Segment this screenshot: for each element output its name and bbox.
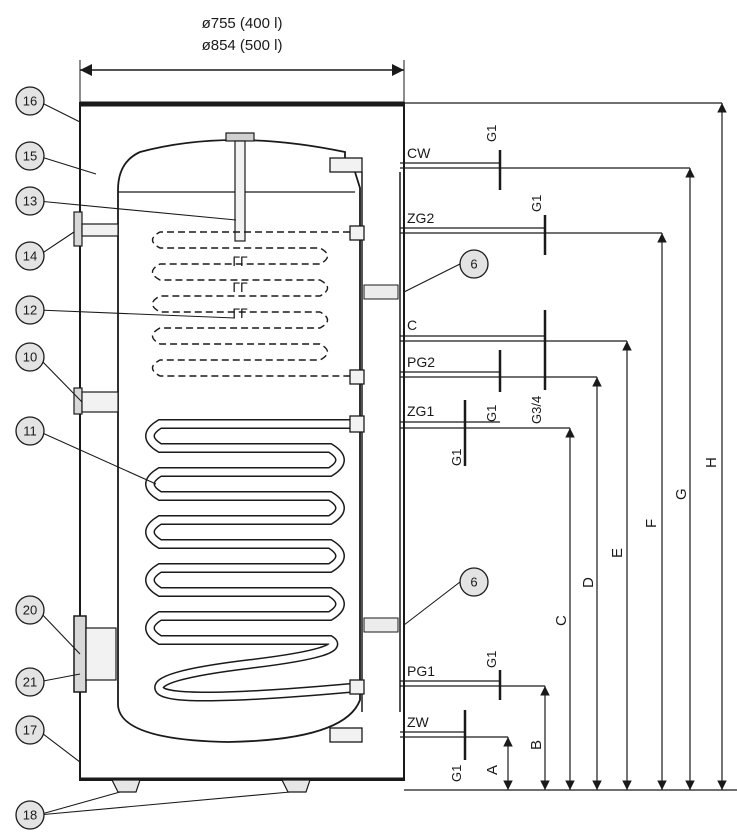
diameter-dimension: ø755 (400 l) ø854 (500 l): [79, 15, 405, 103]
dimension-letters: A B C D E F G H: [484, 457, 720, 775]
thread-zg1: G1: [449, 449, 464, 466]
dim-b: B: [528, 740, 545, 750]
thread-zg2: G1: [529, 195, 544, 212]
callout-20: 20: [23, 603, 37, 618]
thread-zw: G1: [449, 765, 464, 782]
label-zg2: ZG2: [407, 210, 434, 226]
thread-labels: G1 G1 G1 G3/4 G1 G1 G1: [449, 125, 544, 782]
callout-10: 10: [23, 350, 37, 365]
thread-pg2: G1: [484, 405, 499, 422]
connection-labels: CW ZG2 C PG2 ZG1 PG1 ZW: [407, 145, 435, 730]
callout-21: 21: [23, 675, 37, 690]
label-zg1: ZG1: [407, 403, 434, 419]
dim-g: G: [673, 488, 690, 500]
dim-f: F: [643, 519, 660, 528]
thread-pg1: G1: [484, 651, 499, 668]
callout-16: 16: [23, 94, 37, 109]
callout-17: 17: [23, 723, 37, 738]
external-pipes: [400, 150, 690, 760]
label-pg2: PG2: [407, 354, 435, 370]
inner-tank: [117, 132, 361, 743]
callout-15: 15: [23, 149, 37, 164]
upper-coil: ГГ ГГ ГГ: [151, 231, 350, 377]
callout-18: 18: [23, 808, 37, 823]
label-pg1: PG1: [407, 663, 435, 679]
label-cw: CW: [407, 145, 431, 161]
callout-13: 13: [23, 194, 37, 209]
callout-12: 12: [23, 303, 37, 318]
coil-mark-2: ГГ: [232, 279, 248, 295]
label-zw: ZW: [407, 714, 430, 730]
manifold-column: [361, 172, 401, 712]
outer-casing: [79, 101, 405, 793]
connection-stubs: [329, 157, 365, 743]
foot-left: [111, 779, 141, 793]
diameter-label-500: ø854 (500 l): [202, 37, 283, 54]
callout-11: 11: [23, 424, 37, 439]
coil-mark-3: ГГ: [232, 305, 248, 321]
dim-d: D: [580, 577, 597, 588]
dim-h: H: [703, 457, 720, 468]
lower-coil: [145, 419, 351, 702]
dim-c: C: [553, 615, 570, 626]
callout-6-top: 6: [470, 257, 477, 272]
dim-e: E: [609, 548, 626, 558]
anode-rod: [234, 140, 246, 242]
thread-c: G3/4: [529, 396, 544, 424]
left-ports: [73, 211, 119, 693]
thread-cw: G1: [484, 125, 499, 142]
vertical-dimensions: [404, 102, 737, 791]
callout-6-bottom: 6: [470, 575, 477, 590]
callouts: 16 15 13 14 12 10 11 20 21 17 18 6 6: [15, 86, 489, 830]
callout-14: 14: [23, 249, 37, 264]
coil-mark-1: ГГ: [232, 253, 248, 269]
anode-flange: [225, 132, 255, 142]
diameter-label-400: ø755 (400 l): [202, 15, 283, 32]
foot-right: [281, 779, 311, 793]
callout-leaders: [37, 100, 461, 816]
dim-a: A: [484, 765, 501, 775]
label-c: C: [407, 317, 417, 333]
